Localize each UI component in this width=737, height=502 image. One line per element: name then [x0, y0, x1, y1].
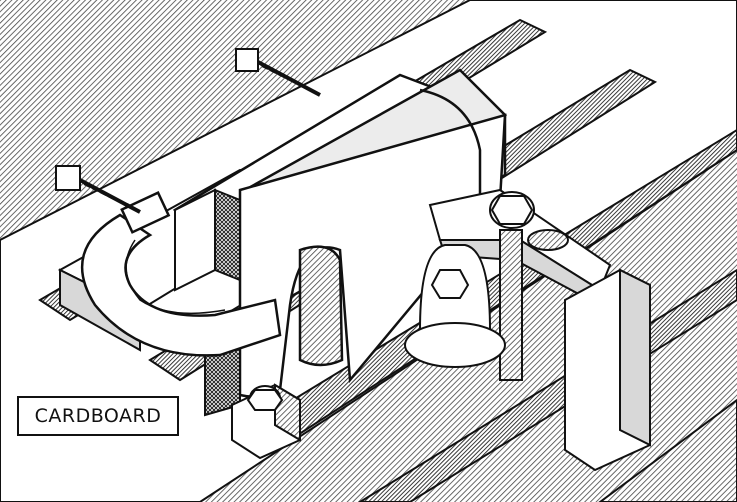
cardboard-label: CARDBOARD	[17, 396, 179, 436]
vise-jaw	[174, 188, 241, 292]
step-support	[404, 244, 506, 368]
t-nut-block	[231, 383, 301, 460]
screw-upper	[235, 48, 321, 97]
cardboard-label-text: CARDBOARD	[34, 405, 162, 427]
support-block	[564, 268, 651, 472]
clamp-bolt	[499, 229, 523, 381]
screw-lower	[55, 165, 141, 214]
c-clamp	[80, 191, 282, 357]
